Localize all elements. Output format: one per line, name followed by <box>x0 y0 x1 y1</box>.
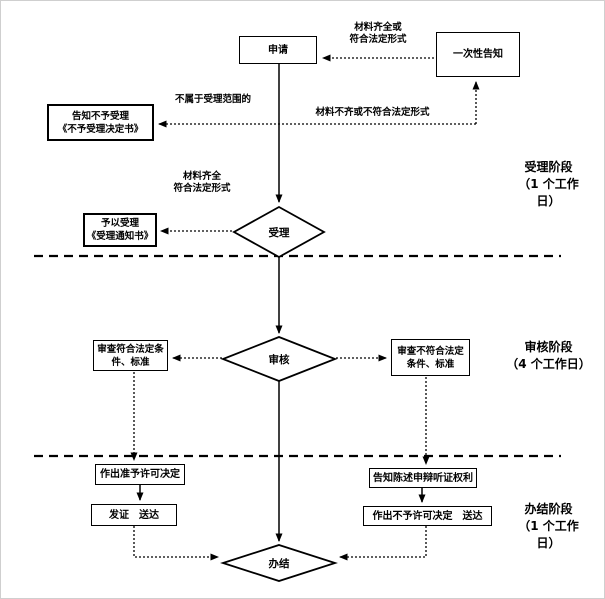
stage-label-accept: 受理阶段 （1 个工作 日） <box>501 159 596 210</box>
stage-label-finish: 办结阶段 （1 个工作 日） <box>501 501 596 552</box>
node-reject-notice-line2: 《不予受理决定书》 <box>57 123 144 135</box>
edge-label-out-of-scope: 不属于受理范围的 <box>174 94 251 105</box>
edge-label-materials-complete-line2: 符合法定形式 <box>173 183 231 194</box>
stage-label-review-line2: （4 个工作日） <box>506 357 591 371</box>
stage-label-review-line1: 审核阶段 <box>524 340 573 354</box>
diamond-review-label: 审核 <box>268 353 290 366</box>
node-accept-notice-line2: 《受理通知书》 <box>86 231 154 242</box>
node-issue-deliver: 发证 送达 <box>91 504 177 526</box>
node-reject-notice: 告知不予受理 《不予受理决定书》 <box>47 104 154 141</box>
diamond-finish-label: 办结 <box>268 557 290 570</box>
edge-issue-to-finish <box>133 526 219 561</box>
diamond-accept <box>232 205 326 259</box>
stage-label-finish-line2: （1 个工作 <box>518 519 579 533</box>
stage-label-accept-line2: （1 个工作 <box>518 177 579 191</box>
diamond-review <box>220 336 338 382</box>
node-review-pass-line2: 件、标准 <box>111 356 150 368</box>
edge-label-materials-complete-or: 材料齐全或 符合法定形式 <box>341 22 415 46</box>
node-review-pass-line1: 审查符合法定条 <box>97 343 164 355</box>
stage-label-review: 审核阶段 （4 个工作日） <box>496 339 601 373</box>
node-issue-deliver-label: 发证 送达 <box>109 509 159 521</box>
node-accept-notice-line1: 予以受理 <box>100 218 139 229</box>
edge-label-materials-complete-line1: 材料齐全 <box>182 171 221 182</box>
edge-label-materials-complete-or-line1: 材料齐全或 <box>354 22 402 33</box>
node-deny-decision-label: 作出不予许可决定 送达 <box>372 510 483 522</box>
node-review-pass: 审查符合法定条 件、标准 <box>93 340 168 371</box>
node-grant-decision-label: 作出准予许可决定 <box>100 469 180 480</box>
node-review-fail-line1: 审查不符合法定 <box>397 345 464 357</box>
diamond-accept-label: 受理 <box>268 226 290 239</box>
stage-label-accept-line3: 日） <box>536 194 561 208</box>
node-accept-notice: 予以受理 《受理通知书》 <box>83 213 157 247</box>
stage-label-accept-line1: 受理阶段 <box>524 160 573 174</box>
node-grant-decision: 作出准予许可决定 <box>95 464 185 485</box>
stage-label-finish-line3: 日） <box>536 536 561 550</box>
node-one-time-notice: 一次性告知 <box>436 32 520 77</box>
node-apply-label: 申请 <box>268 44 288 56</box>
stage-label-finish-line1: 办结阶段 <box>524 502 573 516</box>
node-review-fail-line2: 条件、标准 <box>406 358 455 370</box>
node-deny-decision: 作出不予许可决定 送达 <box>363 506 492 526</box>
edge-label-materials-incomplete: 材料不齐或不符合法定形式 <box>315 107 430 118</box>
node-review-fail: 审查不符合法定 条件、标准 <box>391 339 470 376</box>
edge-label-materials-complete-or-line2: 符合法定形式 <box>349 34 407 45</box>
node-one-time-notice-label: 一次性告知 <box>453 49 503 60</box>
edge-deny-to-finish <box>339 526 427 561</box>
node-hearing-rights-label: 告知陈述申辩听证权利 <box>373 472 473 484</box>
diamond-finish <box>220 544 338 582</box>
edge-label-materials-complete: 材料齐全 符合法定形式 <box>166 171 238 195</box>
node-apply: 申请 <box>239 36 317 64</box>
node-hearing-rights: 告知陈述申辩听证权利 <box>369 468 477 488</box>
node-reject-notice-line1: 告知不予受理 <box>71 110 129 122</box>
